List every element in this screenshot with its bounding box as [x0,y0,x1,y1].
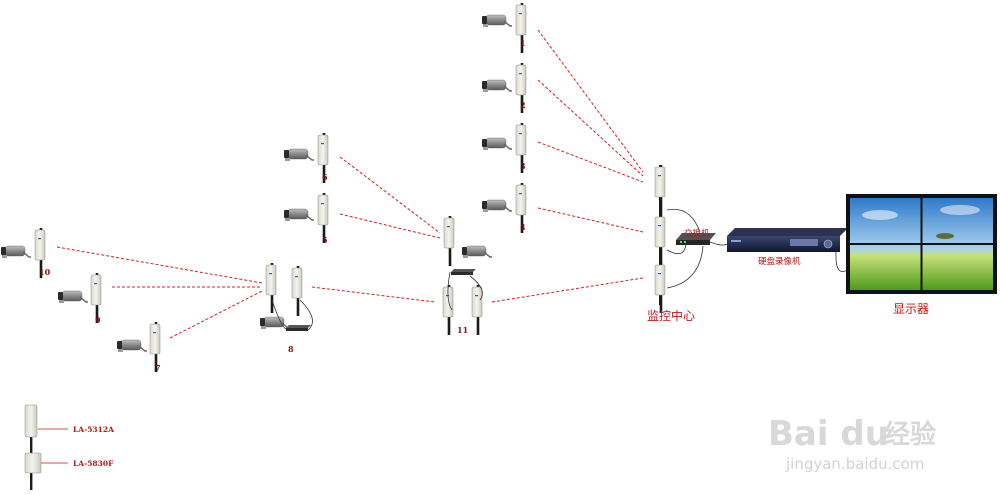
nvr-label: 硬盘录像机 [758,256,801,267]
camera-icon [57,290,89,304]
camera-icon [481,137,513,151]
display-wall: 显示器 [846,194,997,316]
switch-label: 交换机 [684,228,710,239]
camera-icon [481,79,513,93]
node-label: 5 [322,235,328,245]
node-label: 6 [322,172,328,182]
camera-icon [481,199,513,213]
node-label: 10 [39,267,51,277]
antenna-icon [291,265,303,317]
node-5: 5 [283,192,329,245]
node-2: 2 [481,62,527,114]
node-11: 11 [442,215,493,336]
antenna-icon [265,262,277,314]
node-3: 3 [481,122,527,174]
camera-icon [0,245,32,259]
node-label: 11 [457,325,468,335]
node-10: 10 [0,227,51,279]
node-9: 9 [57,272,102,325]
camera-icon [461,245,493,259]
node-label: 1 [520,38,526,48]
watermark-url: jingyan.baidu.com [785,455,924,473]
legend-item-5312a: LA-5312A [24,404,114,490]
antenna-icon [654,214,666,266]
node-label: 7 [155,363,161,373]
node-6: 6 [283,132,329,184]
node-4: 4 [481,182,527,234]
camera-icon [283,148,315,162]
legend-item-5830f: LA-5830F [24,452,114,474]
watermark-brand: Bai du [768,414,889,454]
monitoring-center-label: 监控中心 [647,308,695,323]
node-1: 1 [481,2,527,54]
node-label: 9 [95,315,101,325]
node-7: 7 [116,321,161,373]
antenna-icon [443,215,455,267]
switch-icon [451,269,476,275]
wireless-links [56,29,644,339]
camera-icon [259,316,291,330]
watermark-brand-cn: 经验 [884,419,936,450]
antenna-icon [471,284,483,336]
legend-label: LA-5312A [73,425,114,434]
node-8: 8 [259,262,313,354]
nvr: 硬盘录像机 [727,228,851,272]
display-label: 显示器 [893,302,929,316]
legend: LA-5312A LA-5830F [24,404,114,490]
watermark: Bai du 经验 jingyan.baidu.com [768,414,936,473]
legend-label: LA-5830F [73,459,114,468]
monitoring-center: 监控中心 [647,164,704,323]
switch-icon [286,325,311,331]
node-label: 3 [520,161,526,171]
node-label: 2 [520,100,526,110]
camera-icon [283,208,315,222]
camera-icon [116,339,148,353]
antenna-icon [654,164,666,216]
node-label: 8 [288,344,294,354]
node-label: 4 [520,222,526,232]
antenna-icon [654,262,666,314]
camera-icon [481,14,513,28]
switch: 交换机 [676,228,731,246]
